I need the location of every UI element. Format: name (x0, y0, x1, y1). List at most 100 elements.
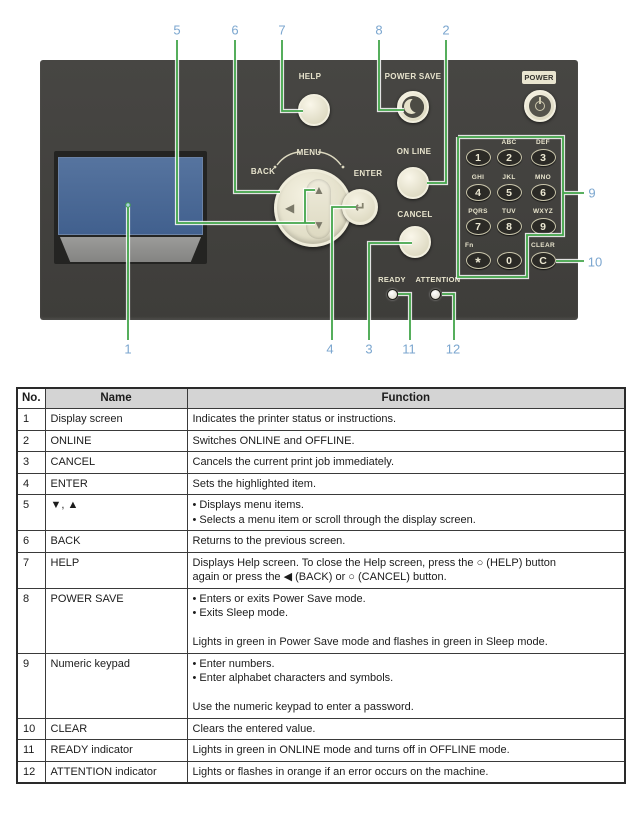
function-line: Cancels the current print job immediatel… (192, 456, 395, 469)
menu-dial: ▲ ▼ ◀ (274, 169, 352, 247)
cell-no: 12 (16, 760, 46, 784)
help-label: HELP (298, 72, 322, 81)
cell-name: READY indicator (44, 739, 188, 762)
callout-12: 12 (445, 341, 461, 357)
cell-function: Returns to the previous screen. (186, 530, 626, 553)
header-function: Function (186, 387, 626, 410)
function-line: • Displays menu items. (192, 499, 304, 512)
cell-name: HELP (44, 551, 188, 589)
function-line: Clears the entered value. (192, 722, 316, 735)
help-button (298, 94, 330, 126)
power-save-button (397, 91, 429, 123)
cell-function: Lights or flashes in orange if an error … (186, 760, 626, 784)
cell-function: Clears the entered value. (186, 717, 626, 741)
control-panel-diagram: HELP POWER SAVE POWER MENU BACK ENTER ▲ … (0, 0, 632, 378)
key-asterisk: Fn* (462, 241, 494, 270)
function-line: • Exits Sleep mode. (192, 607, 289, 620)
table-row: 5▼, ▲ • Displays menu items.• Selects a m… (16, 494, 626, 532)
power-tag: POWER (522, 71, 556, 84)
callout-1: 1 (124, 341, 132, 357)
callout-10: 10 (587, 254, 603, 270)
callout-4: 4 (326, 341, 334, 357)
function-line: Lights in green in Power Save mode and f… (192, 636, 548, 649)
function-line: • Selects a menu item or scroll through … (192, 513, 476, 526)
cell-name: CANCEL (44, 451, 188, 474)
enter-button: ↵ (342, 189, 378, 225)
callout-5: 5 (173, 22, 181, 38)
cell-no: 2 (16, 429, 46, 453)
header-no: No. (16, 387, 46, 410)
ready-led (387, 289, 398, 300)
display-tray (59, 237, 202, 262)
cell-function: Sets the highlighted item. (186, 472, 626, 496)
callout-11: 11 (402, 341, 416, 357)
function-line (193, 686, 620, 701)
function-line: Sets the highlighted item. (192, 477, 317, 490)
cell-no: 4 (16, 472, 46, 496)
function-line: • Enter alphabet characters and symbols. (192, 672, 394, 685)
down-arrow-icon: ▼ (313, 218, 325, 232)
cancel-label: CANCEL (397, 210, 433, 219)
enter-label: ENTER (353, 169, 383, 178)
function-line: Indicates the printer status or instruct… (192, 413, 397, 426)
cell-no: 3 (16, 451, 46, 474)
cell-no: 11 (16, 739, 46, 762)
cell-no: 8 (16, 587, 46, 654)
cell-no: 5 (16, 494, 46, 532)
function-line: Displays Help screen. To close the Help … (192, 556, 557, 569)
cell-name: POWER SAVE (44, 587, 188, 654)
cell-no: 9 (16, 652, 46, 719)
attention-label: ATTENTION (415, 275, 461, 284)
attention-led (430, 289, 441, 300)
cell-name: Display screen (44, 408, 188, 431)
callout-8: 8 (375, 22, 383, 38)
left-arrow-icon: ◀ (285, 201, 295, 215)
function-line: Lights in green in ONLINE mode and turns… (192, 744, 510, 757)
key-0: 0 (493, 241, 525, 269)
function-line: Use the numeric keypad to enter a passwo… (192, 701, 414, 714)
callout-9: 9 (588, 185, 596, 201)
header-name: Name (44, 387, 188, 410)
key-1: 1 (462, 138, 494, 166)
cell-name: ENTER (44, 472, 188, 496)
lcd-screen (58, 157, 203, 235)
cell-no: 1 (16, 408, 46, 431)
function-line: • Enter numbers. (192, 657, 275, 670)
cell-name: ONLINE (44, 429, 188, 453)
function-line: again or press the ◀ (BACK) or ○ (CANCEL… (192, 571, 447, 584)
back-label: BACK (250, 167, 276, 176)
online-button (397, 167, 429, 199)
cell-name: ▼, ▲ (44, 494, 188, 532)
menu-label: MENU (296, 148, 322, 157)
callout-3: 3 (365, 341, 373, 357)
function-line: Returns to the previous screen. (192, 535, 346, 548)
function-line: • Enters or exits Power Save mode. (192, 592, 366, 605)
moon-icon (402, 96, 424, 118)
cell-function: Displays Help screen. To close the Help … (186, 551, 626, 589)
table-header-row: No. Name Function (16, 387, 626, 410)
up-arrow-icon: ▲ (313, 183, 325, 197)
power-button (524, 90, 556, 122)
function-line (193, 621, 620, 636)
callout-6: 6 (231, 22, 239, 38)
